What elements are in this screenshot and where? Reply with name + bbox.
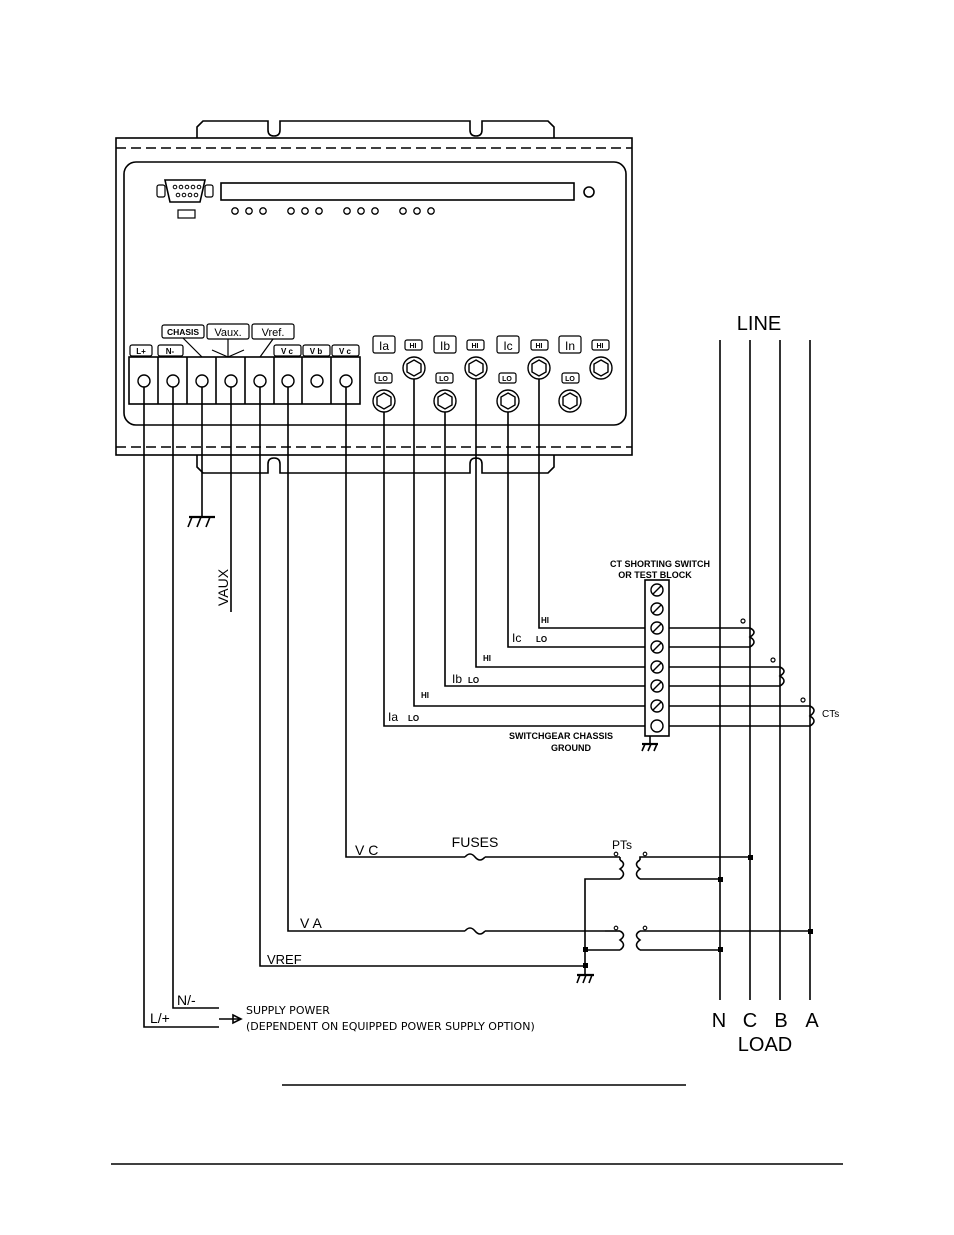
led-row [232, 208, 434, 214]
ct-coil-wires: CTs [669, 619, 839, 726]
vref-label: VREF [267, 952, 302, 967]
l-plus-label: L/+ [150, 1010, 170, 1026]
fuse-icon [465, 928, 485, 934]
wire-label-hi-ic: HI [541, 616, 549, 625]
hi-tag: HI [472, 343, 479, 350]
wire-label-hi-ib: HI [483, 654, 491, 663]
chasis-label: CHASIS [167, 327, 199, 337]
phase-label-c: C [743, 1010, 757, 1032]
vref-group-label: Vref. [262, 327, 285, 339]
n-minus-label: N/- [177, 992, 196, 1008]
hi-tag: HI [410, 343, 417, 350]
terminal-label-vb: V b [310, 347, 323, 356]
terminal-label-vc-2: V c [339, 347, 352, 356]
vaux-label: VAUX [215, 568, 231, 606]
meter-enclosure [116, 121, 632, 473]
terminal-labels: L+ N- V c V b V c CHASIS Vaux. Vref. [130, 324, 359, 357]
phase-label-n: N [712, 1010, 726, 1032]
cts-label: CTs [822, 709, 839, 720]
wire-label-lo-ic: LO [536, 635, 547, 644]
line-bus: LINE N C B A LOAD [712, 313, 820, 1056]
pts-label: PTs [612, 838, 632, 852]
arrow-icon [219, 1015, 241, 1023]
hi-tag: HI [597, 343, 604, 350]
ct-label-in: In [565, 339, 575, 353]
wire-label-ia: Ia [388, 710, 398, 724]
supply-label-1: SUPPLY POWER [246, 1004, 330, 1017]
chassis-ground-icon [188, 517, 215, 527]
fuses-label: FUSES [452, 834, 499, 850]
meter-wires [144, 379, 645, 1027]
vc-label: V C [355, 842, 378, 858]
wire-label-hi-ia: HI [421, 691, 429, 700]
lo-tag: LO [565, 376, 575, 383]
lo-tag: LO [378, 376, 388, 383]
wire-label-ib: Ib [452, 672, 462, 686]
ct-terminals: Ia Ib Ic In HI HI HI HI LO LO LO LO [373, 336, 612, 412]
terminal-block [129, 357, 360, 404]
phase-label-a: A [805, 1010, 819, 1032]
line-label: LINE [737, 313, 781, 335]
display-window [221, 183, 574, 200]
ct-label-ic: Ic [503, 339, 512, 353]
ct-label-ib: Ib [440, 339, 450, 353]
ct-block-title-2: OR TEST BLOCK [618, 570, 692, 580]
ct-label-ia: Ia [379, 339, 389, 353]
phase-label-b: B [774, 1010, 787, 1032]
fuse-icon [465, 854, 485, 860]
terminal-label-l-plus: L+ [136, 347, 146, 356]
va-label: V A [300, 915, 322, 931]
load-label: LOAD [738, 1034, 792, 1056]
lo-tag: LO [439, 376, 449, 383]
terminal-label-n-minus: N- [166, 347, 175, 356]
terminal-label-vc-1: V c [281, 347, 294, 356]
supply-label-2: (DEPENDENT ON EQUIPPED POWER SUPPLY OPTI… [246, 1020, 535, 1033]
serial-port-icon [157, 180, 213, 218]
ct-block-title-1: CT SHORTING SWITCH [610, 559, 710, 569]
wire-label-lo-ia: LO [408, 714, 419, 723]
hi-tag: HI [536, 343, 543, 350]
indicator-led [584, 187, 594, 197]
switchgear-ground-label-1: SWITCHGEAR CHASSIS [509, 731, 613, 741]
wire-label-lo-ib: LO [468, 676, 479, 685]
ct-wire-labels: HI Ic LO HI Ib LO HI Ia LO [388, 616, 549, 724]
wire-label-ic: Ic [512, 631, 521, 645]
vaux-group-label: Vaux. [214, 327, 241, 339]
switchgear-ground-label-2: GROUND [551, 743, 591, 753]
lo-tag: LO [502, 376, 512, 383]
